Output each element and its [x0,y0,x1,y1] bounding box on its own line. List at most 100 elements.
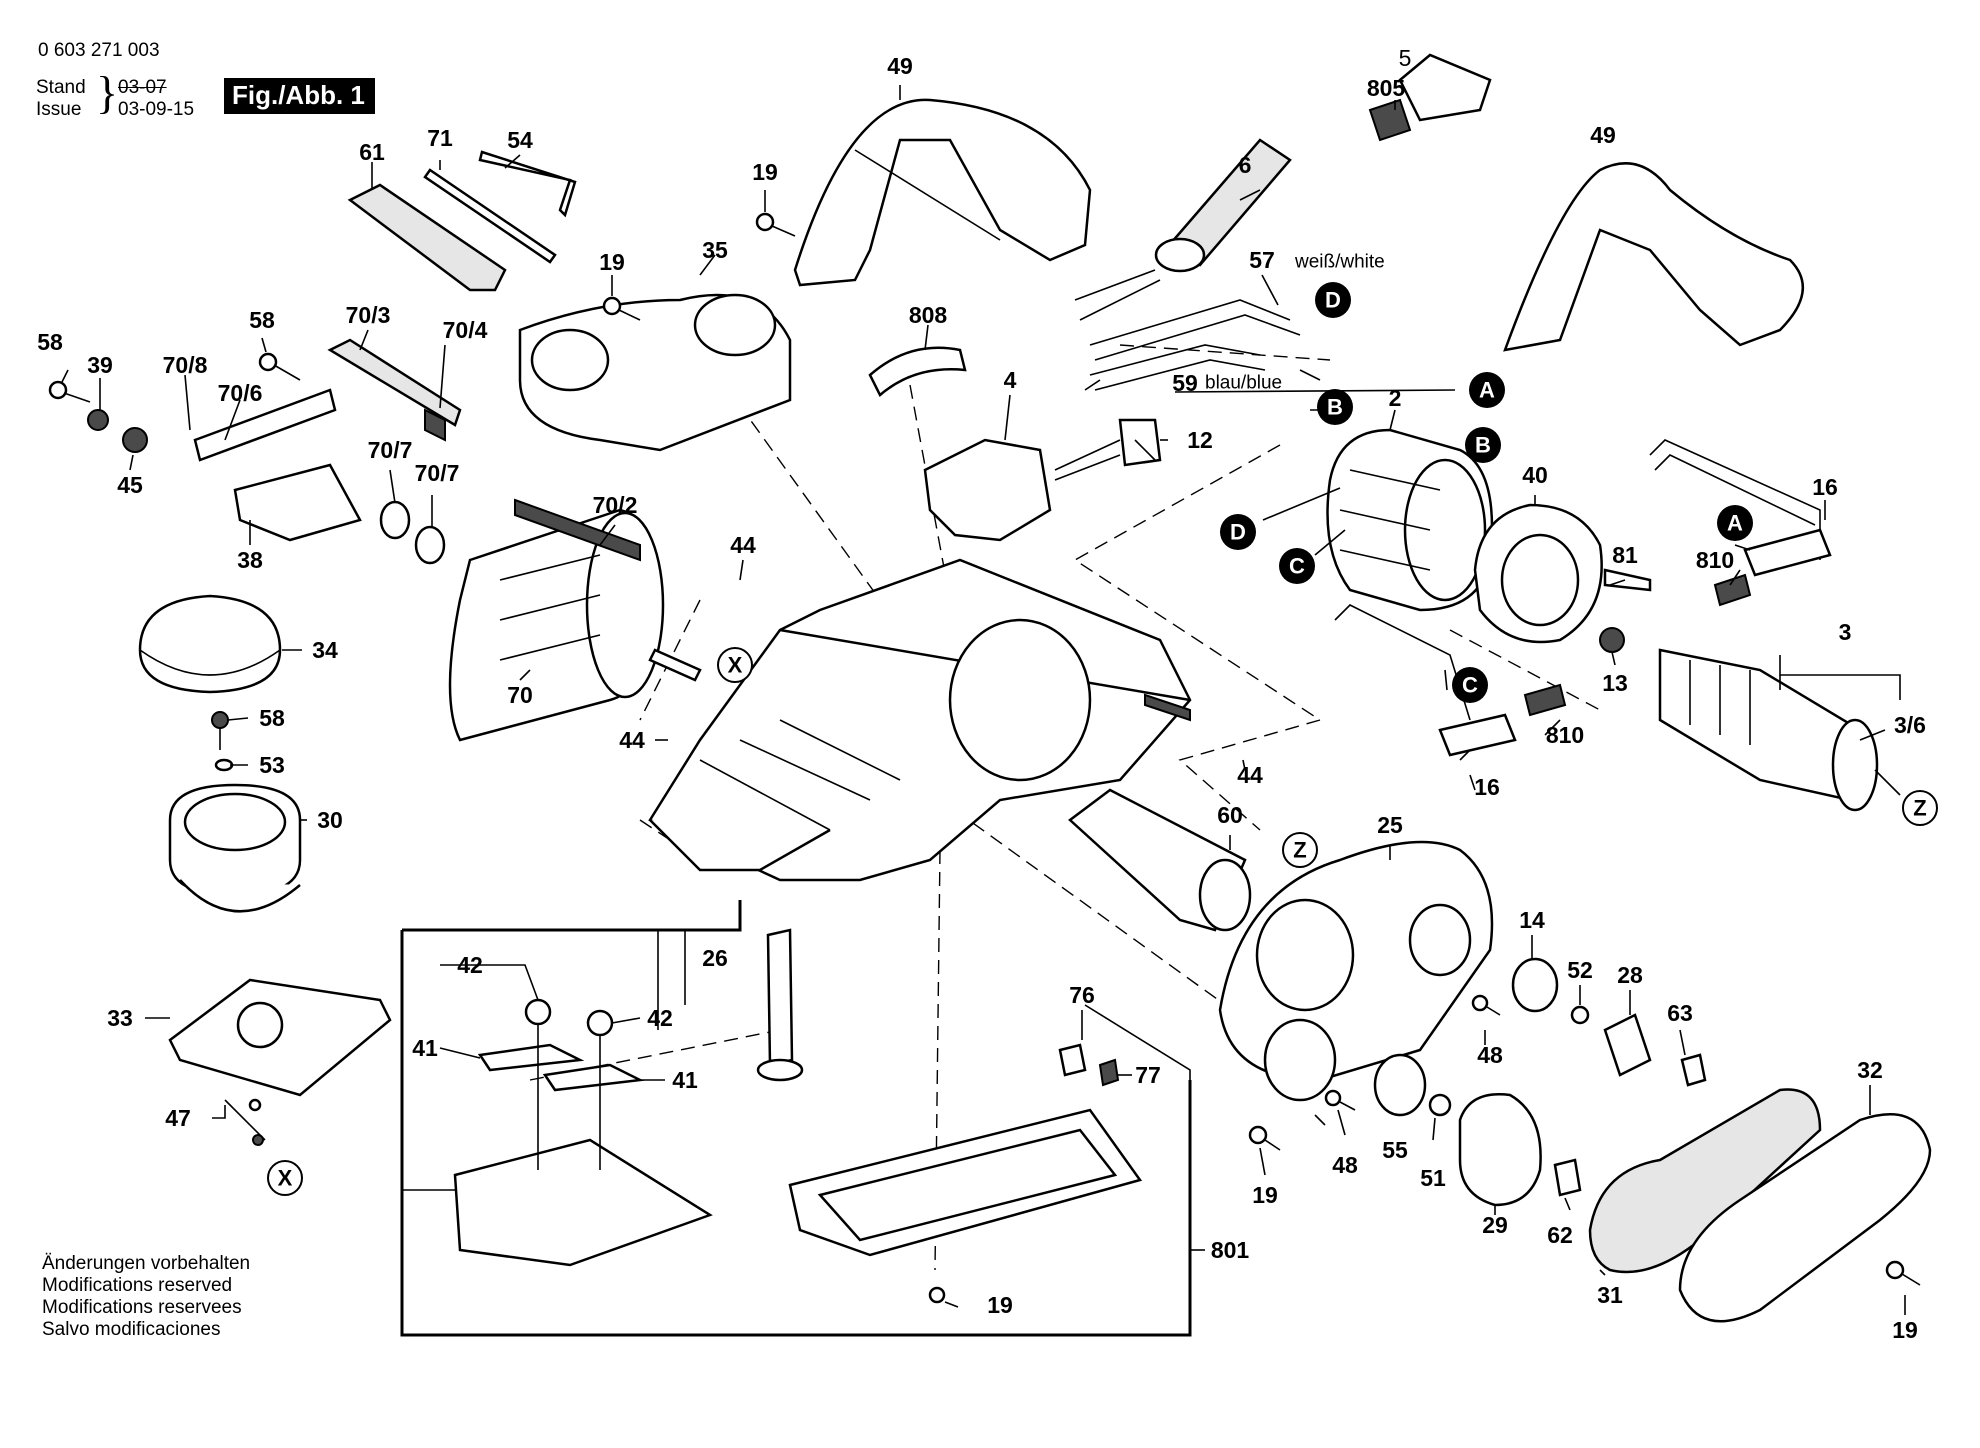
part-label: 25 [1377,812,1403,838]
figure-label: Fig./Abb. 1 [224,78,375,114]
marker-d-2-text: D [1230,520,1246,545]
part-label: 55 [1382,1137,1408,1163]
marker-c-2-text: C [1462,673,1478,698]
top-cover [518,293,792,452]
guide-pin [756,928,804,1082]
part-label: 48 [1477,1042,1503,1068]
label-808 [868,346,967,397]
part-label: 71 [427,125,453,151]
part-label: 70/3 [346,302,391,328]
part-label: 61 [359,139,385,165]
footer-line: Modifications reserved [42,1275,233,1296]
wire-color-blue: blau/blue [1205,373,1282,394]
screws [602,212,1921,1304]
rear-handle [793,98,1092,287]
part-label: 32 [1857,1057,1883,1083]
part-label: 808 [909,302,948,328]
part-label: 16 [1474,774,1500,800]
part-label: 49 [1590,122,1616,148]
footer-line: Modifications reservees [42,1297,242,1318]
armature [1658,648,1901,812]
part-label: 70/7 [415,460,460,486]
key-set-parts [48,150,577,565]
marker-b-1 [1465,427,1501,463]
marker-x-2 [267,1160,303,1196]
part-label: 58 [259,705,285,731]
part-label: 81 [1612,542,1638,568]
part-label: 810 [1546,722,1584,748]
marker-a-2-text: A [1727,511,1743,536]
stand-label: Stand [36,77,86,98]
power-cord [1074,53,1492,321]
part-label: 40 [1522,462,1548,488]
part-label: 59 [1172,370,1198,396]
old-date: 03-07 [118,77,167,98]
part-label: 60 [1217,802,1243,828]
part-label: 42 [457,952,483,978]
field-coil [1326,428,1494,612]
part-label: 76 [1069,982,1095,1008]
part-label: 6 [1239,152,1252,178]
switch-assembly [923,418,1162,542]
part-label: 53 [259,752,285,778]
part-label: 805 [1367,75,1406,101]
wire-leads [1089,299,1301,391]
issue-label: Issue [36,99,82,120]
part-label: 39 [87,352,113,378]
part-label: 52 [1567,957,1593,983]
part-label: 62 [1547,1222,1573,1248]
part-label: 19 [1252,1182,1278,1208]
part-label: 3/6 [1894,712,1926,738]
part-label: 57 [1249,247,1275,273]
marker-c-2 [1452,667,1488,703]
marker-c-1-text: C [1289,554,1305,579]
part-label: 16 [1812,474,1838,500]
belt-cover [1218,840,1494,1102]
part-label: 38 [237,547,263,573]
part-label: 45 [117,472,143,498]
part-label: 26 [702,945,728,971]
marker-z-1 [1282,832,1318,868]
issue-date: 03-09-15 [118,99,195,120]
part-label: 44 [730,532,756,558]
part-label: 13 [1602,670,1628,696]
part-label: 41 [412,1035,438,1061]
part-label: 41 [672,1067,698,1093]
part-label: 51 [1420,1165,1446,1191]
part-label: 19 [1892,1317,1918,1343]
part-label: 5 [1399,45,1412,71]
footer-notes: Änderungen vorbehalten Modifications res… [42,1253,250,1341]
brush-holders [1334,439,1832,757]
part-label: 70 [507,682,533,708]
part-label: 70/4 [443,317,488,343]
part-label: 2 [1389,385,1402,411]
wire-color-white: weiß/white [1294,252,1385,273]
marker-x-1-text: X [728,653,743,678]
marker-a-1 [1469,372,1505,408]
part-label: 19 [987,1292,1013,1318]
shoe-parts [453,998,713,1267]
main-housing [648,558,1192,882]
marker-b-1-text: B [1475,433,1491,458]
fan-guide-ring [1473,503,1603,644]
depth-knob-assembly [138,594,392,1146]
part-label: 42 [647,1005,673,1031]
part-label: 58 [37,329,63,355]
shoe-detail-box [400,900,1192,1337]
part-label: 34 [312,637,338,663]
part-label: 29 [1482,1212,1508,1238]
marker-a-1-text: A [1479,378,1495,403]
marker-a-2 [1717,505,1753,541]
sole-plate [788,1043,1143,1257]
belt-cover-outer [1678,1113,1932,1323]
part-label: 70/8 [163,352,208,378]
footer-line: Änderungen vorbehalten [42,1253,251,1274]
drive-belt [1588,1088,1822,1274]
marker-d-1-text: D [1325,288,1341,313]
marker-d-2 [1220,514,1256,550]
marker-x-1 [717,647,753,683]
marker-x-2-text: X [278,1166,293,1191]
part-label: 3 [1839,619,1852,645]
part-label: 28 [1617,962,1643,988]
marker-z-2 [1902,790,1938,826]
